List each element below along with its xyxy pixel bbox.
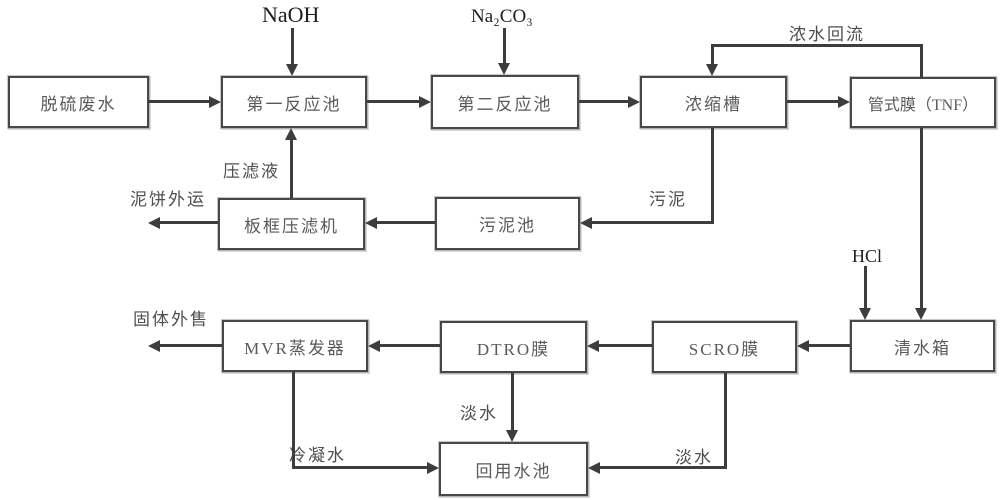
node-desulfurization-wastewater: 脱硫废水: [8, 76, 149, 128]
arrowhead-left-icon: [587, 340, 599, 352]
line-wastewater-to-reactor1: [148, 100, 209, 103]
node-label: MVR蒸发器: [244, 338, 346, 358]
label-mud-cake-out: 泥饼外运: [130, 190, 206, 209]
line-filtrate-to-reactor1: [290, 138, 293, 198]
line-reflux-horizontal: [711, 44, 923, 47]
label-filter-press-liquid: 压滤液: [223, 162, 280, 181]
node-label: 清水箱: [894, 338, 951, 358]
arrowhead-left-icon: [148, 340, 160, 352]
line-mvr-reuse-down: [292, 372, 295, 469]
arrowhead-down-icon: [286, 64, 298, 76]
arrowhead-left-icon: [580, 217, 592, 229]
node-clean-water-tank: 清水箱: [850, 320, 995, 372]
line-reactor1-to-reactor2: [367, 100, 419, 103]
line-reactor2-to-concentration: [579, 100, 628, 103]
arrowhead-right-icon: [628, 96, 640, 108]
arrowhead-up-icon: [285, 128, 297, 140]
line-scro-reuse-down: [724, 373, 727, 469]
label-sludge: 污泥: [649, 190, 687, 209]
node-label: 浓缩槽: [685, 94, 742, 114]
line-hcl-to-cleanwater: [864, 266, 867, 310]
arrowhead-left-icon: [148, 217, 160, 229]
node-mvr-evaporator: MVR蒸发器: [222, 320, 368, 372]
node-label: 第一反应池: [246, 94, 342, 114]
line-concentration-sludge-horizontal: [592, 221, 714, 224]
label-concentrate-reflux: 浓水回流: [789, 25, 865, 44]
line-concentration-to-tnf: [787, 100, 838, 103]
arrowhead-left-icon: [588, 462, 600, 474]
label-naoh: NaOH: [262, 2, 320, 27]
node-label: 回用水池: [475, 461, 552, 481]
node-scro-membrane: SCRO膜: [652, 321, 797, 373]
line-reflux-down: [711, 44, 714, 66]
line-na2co3-to-reactor2: [503, 28, 506, 65]
arrowhead-right-icon: [419, 96, 431, 108]
arrowhead-down-icon: [915, 308, 927, 320]
label-condensate-water: 冷凝水: [289, 446, 346, 465]
arrowhead-right-icon: [209, 96, 221, 108]
node-reuse-water-pool: 回用水池: [439, 442, 588, 496]
node-plate-frame-filter-press: 板框压滤机: [218, 198, 365, 250]
node-label: SCRO膜: [688, 339, 761, 359]
label-hcl: HCl: [852, 246, 883, 266]
arrowhead-right-icon: [838, 96, 850, 108]
line-scro-reuse-horizontal: [600, 466, 727, 469]
line-reflux-up: [920, 44, 923, 78]
line-mvr-to-solids: [160, 344, 222, 347]
line-dtro-to-mvr: [380, 344, 440, 347]
arrowhead-down-icon: [498, 63, 510, 75]
arrowhead-left-icon: [365, 217, 377, 229]
label-fresh-water-scro: 淡水: [675, 448, 713, 467]
node-label: 污泥池: [479, 216, 536, 235]
line-scro-to-dtro: [599, 344, 652, 347]
arrowhead-down-icon: [506, 430, 518, 442]
node-second-reaction-tank: 第二反应池: [431, 75, 579, 129]
line-cleanwater-to-scro: [809, 344, 850, 347]
arrowhead-down-icon: [706, 64, 718, 76]
line-mvr-reuse-horizontal: [292, 466, 427, 469]
line-dtro-to-reusepool: [511, 373, 514, 430]
label-fresh-water-dtro: 淡水: [460, 404, 498, 423]
node-sludge-tank: 污泥池: [435, 197, 580, 250]
arrowhead-down-icon: [859, 308, 871, 320]
label-na2co3: Na₂CO₃: [471, 6, 533, 27]
line-concentration-sludge-down: [711, 128, 714, 224]
node-label: 管式膜（TNF）: [867, 96, 979, 114]
node-dtro-membrane: DTRO膜: [440, 321, 587, 373]
line-naoh-to-reactor1: [291, 28, 294, 66]
arrowhead-right-icon: [427, 462, 439, 474]
arrowhead-left-icon: [797, 340, 809, 352]
node-label: 板框压滤机: [244, 216, 339, 236]
node-concentration-tank: 浓缩槽: [640, 76, 787, 128]
line-tnf-to-cleanwater: [920, 128, 923, 310]
line-sludgetank-to-filterpress: [377, 221, 435, 224]
arrowhead-left-icon: [368, 340, 380, 352]
node-label: 脱硫废水: [40, 94, 117, 114]
node-label: DTRO膜: [476, 339, 551, 359]
node-label: 第二反应池: [457, 94, 553, 114]
node-first-reaction-tank: 第一反应池: [221, 76, 367, 128]
label-solids-sold: 固体外售: [133, 310, 209, 329]
node-tubular-membrane-tnf: 管式膜（TNF）: [850, 77, 996, 128]
line-filterpress-to-mudcake: [160, 221, 218, 224]
